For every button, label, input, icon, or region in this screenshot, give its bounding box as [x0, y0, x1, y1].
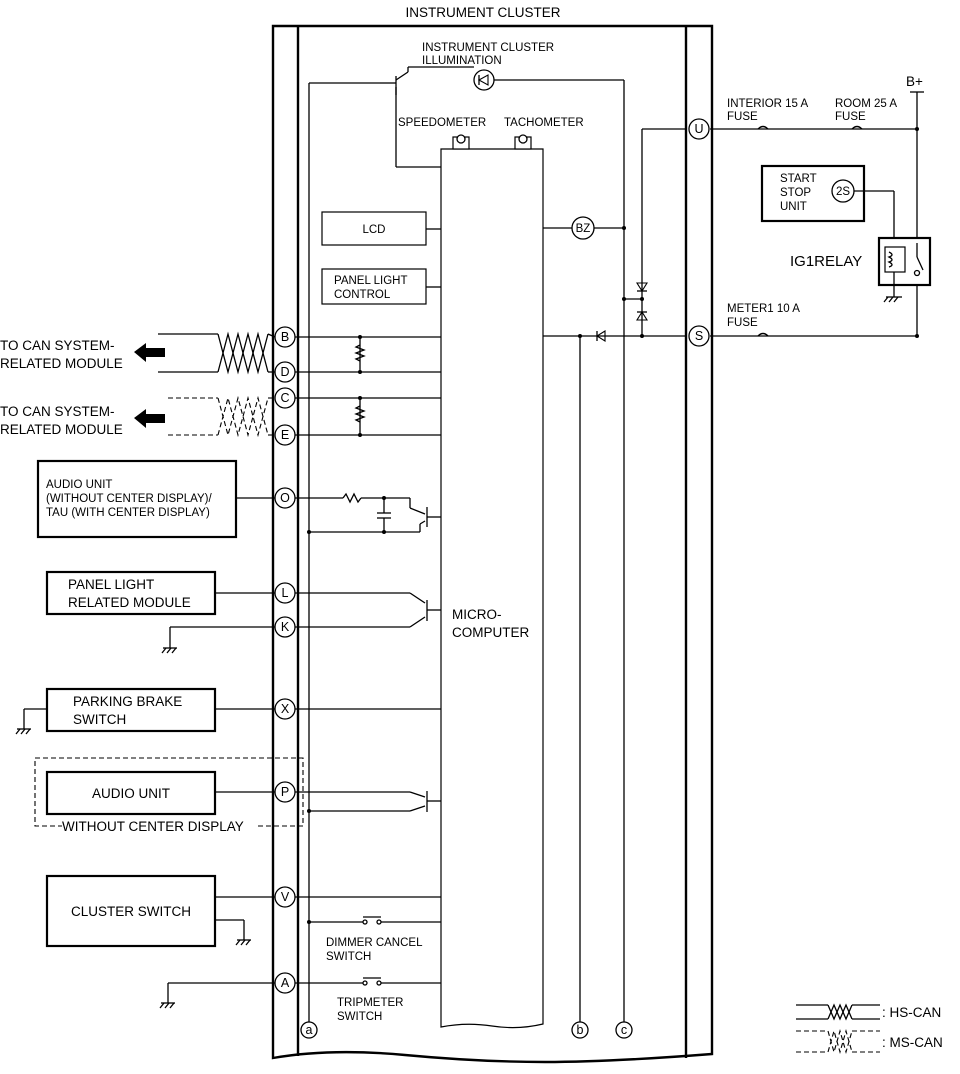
legend-hs-can: : HS-CAN: [882, 1005, 941, 1020]
panel-light-module-label: PANEL LIGHT: [68, 577, 154, 592]
cluster-switch-label: CLUSTER SWITCH: [71, 904, 191, 919]
ms-can-bus: [168, 395, 275, 438]
audio-unit-label: AUDIO UNIT: [92, 786, 170, 801]
illumination-circuit: [308, 66, 625, 1023]
illumination-label-2: ILLUMINATION: [422, 55, 502, 67]
can-hs-label: TO CAN SYSTEM-: [0, 338, 115, 353]
arrow-left-icon: [134, 343, 165, 362]
terminal-l: L: [282, 586, 289, 600]
ig1-relay-label: IG1RELAY: [790, 253, 862, 270]
lcd-box: [321, 211, 427, 246]
interior-fuse-label-2: FUSE: [727, 111, 758, 123]
legend-ms-can: : MS-CAN: [882, 1035, 943, 1050]
audio-unit-box: [45, 770, 217, 816]
gauge-symbols: [452, 134, 532, 150]
terminal-k: K: [281, 620, 290, 634]
microcomputer-block: MICRO- COMPUTER: [440, 148, 544, 1029]
arrow-left-icon-2: [134, 409, 165, 428]
terminal-o: O: [280, 491, 290, 505]
can-hs-label-2: RELATED MODULE: [0, 356, 123, 371]
tripmeter-label: TRIPMETER: [337, 997, 403, 1009]
terminal-e: E: [281, 428, 289, 442]
meter-fuse-label: METER1 10 A: [727, 303, 800, 315]
speedometer-label: SPEEDOMETER: [398, 117, 486, 129]
audio-tau-box: [36, 459, 238, 539]
audio-tau-label-3: TAU (WITH CENTER DISPLAY): [46, 507, 210, 519]
parking-brake-label: PARKING BRAKE: [73, 694, 182, 709]
junction-b: b: [577, 1023, 584, 1037]
illumination-label: INSTRUMENT CLUSTER: [422, 42, 554, 54]
terminal-s: S: [695, 329, 703, 343]
terminal-v: V: [281, 890, 290, 904]
terminal-labels: B D C E O L K X P V A U S: [280, 122, 703, 990]
terminal-d: D: [280, 365, 289, 379]
panel-light-control-label: PANEL LIGHT: [334, 275, 408, 287]
terminal-x: X: [281, 702, 290, 716]
audio-tau-label: AUDIO UNIT: [46, 479, 112, 491]
b-plus-label: B+: [906, 74, 923, 89]
interior-fuse-label: INTERIOR 15 A: [727, 98, 808, 110]
panel-light-control-label-2: CONTROL: [334, 289, 391, 301]
start-stop-label-2: STOP: [780, 187, 811, 199]
cluster-switch-box: [45, 874, 217, 948]
tachometer-label: TACHOMETER: [504, 117, 584, 129]
start-stop-label: START: [780, 173, 817, 185]
panel-light-module-label-2: RELATED MODULE: [68, 595, 191, 610]
dimmer-cancel-label: DIMMER CANCEL: [326, 937, 423, 949]
ground-icon-2: [15, 728, 31, 735]
lcd-label: LCD: [362, 224, 385, 236]
parking-brake-label-2: SWITCH: [73, 712, 126, 727]
microcomputer-label: MICRO-: [452, 607, 502, 622]
ground-icon-4: [159, 1002, 175, 1009]
instrument-cluster-outline: [271, 24, 714, 1064]
audio-tau-label-2: (WITHOUT CENTER DISPLAY)/: [46, 493, 212, 505]
terminal-u: U: [694, 122, 703, 136]
ground-icon-3: [235, 939, 251, 946]
start-stop-pin-label: 2S: [836, 186, 850, 198]
can-ms-label: TO CAN SYSTEM-: [0, 404, 115, 419]
junction-markers: a b c: [300, 1021, 633, 1039]
internal-wiring: [295, 335, 441, 986]
power-circuit: [543, 91, 924, 1023]
room-fuse-label-2: FUSE: [835, 111, 866, 123]
junction-a: a: [306, 1023, 313, 1037]
legend: : HS-CAN : MS-CAN: [796, 1003, 943, 1055]
terminal-b: B: [281, 330, 289, 344]
hs-can-bus: [158, 331, 276, 375]
ground-icon: [161, 647, 177, 654]
diagram-title: INSTRUMENT CLUSTER: [405, 5, 560, 20]
terminal-p: P: [281, 785, 289, 799]
tripmeter-label-2: SWITCH: [337, 1011, 382, 1023]
panel-light-control-box: [321, 268, 427, 305]
terminal-c: C: [280, 391, 289, 405]
junction-c: c: [621, 1023, 627, 1037]
microcomputer-label-2: COMPUTER: [452, 625, 530, 640]
room-fuse-label: ROOM 25 A: [835, 98, 897, 110]
meter-fuse-label-2: FUSE: [727, 317, 758, 329]
start-stop-label-3: UNIT: [780, 201, 807, 213]
terminal-a: A: [281, 976, 290, 990]
dimmer-cancel-label-2: SWITCH: [326, 951, 371, 963]
can-ms-label-2: RELATED MODULE: [0, 422, 123, 437]
fuse-symbols: [757, 125, 863, 337]
buzzer-label: BZ: [576, 223, 591, 235]
parking-brake-box: [45, 687, 217, 733]
panel-light-module-box: [45, 570, 217, 616]
without-center-display-label: WITHOUT CENTER DISPLAY: [62, 819, 244, 834]
